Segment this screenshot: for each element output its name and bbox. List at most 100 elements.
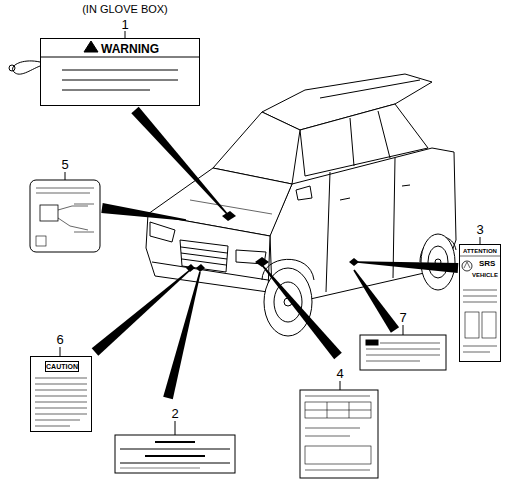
label-plate <box>36 193 90 194</box>
label-plate <box>30 180 100 252</box>
callout-number: 1 <box>65 17 185 33</box>
caution-label-detail <box>35 402 87 403</box>
label-plate <box>36 188 94 189</box>
callout-number: 6 <box>0 332 120 348</box>
caution-label-detail <box>35 420 80 421</box>
leader-wedge <box>357 261 458 273</box>
warning-tag-detail <box>40 57 200 58</box>
callout-number: 3 <box>420 222 510 238</box>
vehicle-body <box>378 111 390 158</box>
warning-tag-detail <box>62 70 178 71</box>
label-plate <box>74 232 94 233</box>
label-plate <box>120 468 200 469</box>
callout-stem <box>340 381 341 390</box>
label-plate <box>305 396 370 397</box>
srs-label-detail <box>463 296 497 297</box>
leader-wedge <box>261 265 341 360</box>
label-plate <box>366 349 440 350</box>
vehicle-body <box>152 262 268 280</box>
label-plate <box>155 441 195 443</box>
callout-stem <box>175 421 176 435</box>
label-plate <box>120 449 230 450</box>
label-plate <box>300 390 378 478</box>
caution-heading: CAUTION <box>45 361 79 372</box>
label-plate <box>305 428 360 429</box>
srs-label-detail <box>462 261 472 271</box>
label-spot <box>186 264 195 272</box>
callout-number: 7 <box>343 310 463 326</box>
label-plate <box>36 236 46 246</box>
caution-label-detail <box>35 378 87 379</box>
srs-label-detail <box>459 256 501 352</box>
warning-tag-detail <box>9 41 200 90</box>
callout-stem <box>60 347 61 356</box>
label-plate <box>305 436 350 437</box>
callout-stem <box>480 237 481 244</box>
vehicle-body <box>320 80 420 98</box>
label-plate <box>30 180 446 478</box>
leader-wedge <box>353 270 399 333</box>
vehicle-body <box>428 246 448 278</box>
vehicle-body <box>326 172 330 292</box>
vehicle-body <box>146 214 270 292</box>
caution-label-detail <box>35 384 87 385</box>
label-plate <box>145 455 205 457</box>
caution-label-detail <box>35 378 87 426</box>
caution-label-detail <box>35 390 87 391</box>
caution-label-detail <box>35 426 70 427</box>
label-plate <box>74 204 94 205</box>
srs-label-detail <box>463 302 497 303</box>
srs-label-detail <box>464 262 470 268</box>
caution-label-detail <box>35 408 87 409</box>
leader-wedge <box>101 203 186 221</box>
vehicle-body <box>421 234 455 290</box>
label-spot <box>196 264 205 272</box>
label-plate <box>366 340 378 345</box>
vehicle-body <box>264 268 312 336</box>
vehicle-body <box>402 185 410 186</box>
attention-heading: ATTENTION <box>460 248 500 254</box>
caution-label-detail <box>35 396 87 397</box>
vehicle-body <box>300 104 428 176</box>
label-plate <box>58 218 88 230</box>
label-plate <box>360 335 446 370</box>
vehicle-body <box>350 118 354 166</box>
leader-wedge <box>92 107 459 400</box>
label-plate <box>366 361 420 362</box>
srs-label-detail <box>465 312 479 338</box>
vehicle-body <box>181 253 227 259</box>
srs-text: SRS <box>479 259 495 268</box>
label-plate <box>305 446 371 464</box>
warning-tag-detail <box>13 61 40 74</box>
callout-stem <box>60 31 480 435</box>
warning-heading: WARNING <box>101 42 159 56</box>
label-plate <box>305 402 371 418</box>
warning-tag-detail <box>84 41 98 52</box>
label-plate <box>305 410 371 411</box>
callout-stem <box>125 31 126 38</box>
srs-label-detail <box>463 346 497 347</box>
vehicle-body <box>150 222 175 242</box>
srs-label-detail <box>459 256 501 257</box>
vehicle-body <box>274 282 302 322</box>
label-plate <box>327 402 328 418</box>
vehicle-text: VEHICLE <box>472 272 498 278</box>
label-spot <box>186 211 359 272</box>
leader-wedge <box>92 269 191 355</box>
label-spot <box>222 211 236 221</box>
vehicle-body <box>296 186 312 200</box>
srs-label-detail <box>463 290 497 291</box>
srs-label-detail <box>463 352 490 353</box>
vehicle-body <box>181 247 227 253</box>
label-plate <box>349 402 350 418</box>
callout-stem <box>65 172 66 180</box>
vehicle-body <box>393 158 395 278</box>
label-plate <box>380 343 440 344</box>
callout-number: 5 <box>5 157 125 173</box>
vehicle-body <box>340 198 350 200</box>
location-note: (IN GLOVE BOX) <box>65 1 185 17</box>
callout-number: 2 <box>115 406 235 422</box>
warning-tag-detail <box>62 80 178 81</box>
callout-stem <box>403 325 404 335</box>
